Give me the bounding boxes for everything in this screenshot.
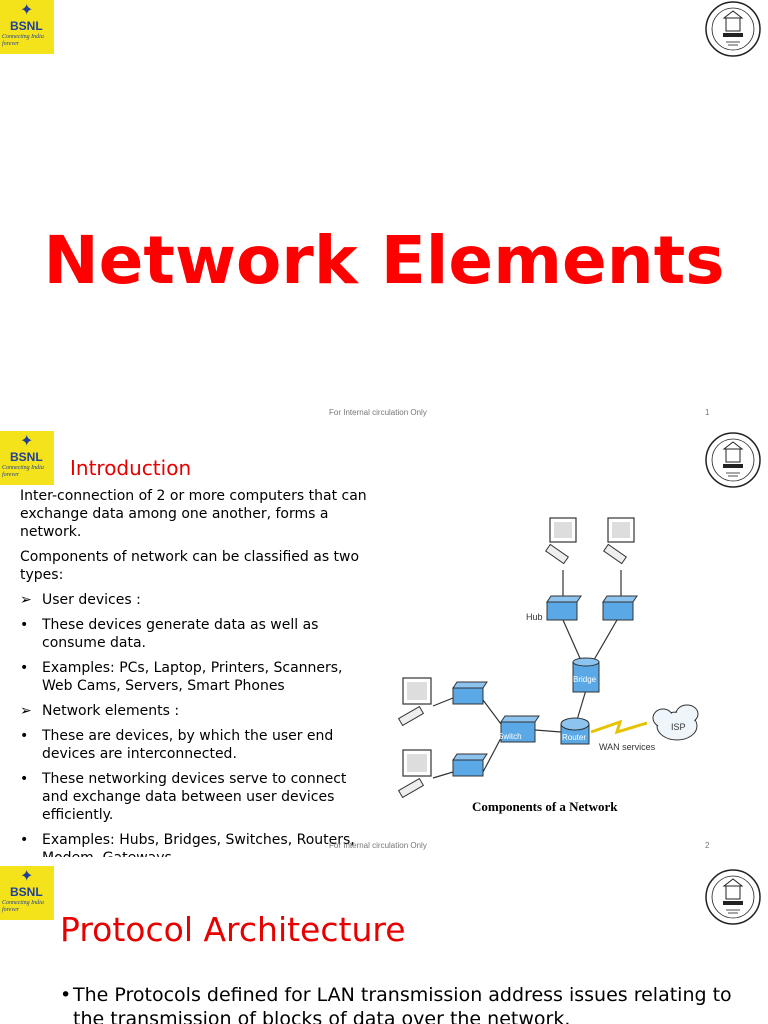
paragraph: Components of network can be classified … — [20, 549, 360, 583]
isp-label: ISP — [671, 722, 686, 732]
slide-body: Inter-connection of 2 or more computers … — [20, 487, 370, 857]
bullet-icon: • — [20, 728, 29, 744]
official-seal-icon — [705, 432, 761, 488]
slide-title: Protocol Architecture — [60, 910, 406, 949]
slide-1: ✦ BSNL Connecting India forever Network … — [0, 0, 768, 425]
arrow-bullet-icon: ➢ — [20, 703, 32, 719]
list-item: • These are devices, by which the user en… — [20, 727, 370, 763]
slide-3: ✦ BSNL Connecting India forever Protocol… — [0, 857, 768, 1024]
computer-icon — [602, 517, 635, 565]
bullet-icon: • — [60, 984, 72, 1006]
page-number: 1 — [705, 408, 710, 417]
computer-icon — [397, 677, 432, 727]
list-item: • Examples: Hubs, Bridges, Switches, Rout… — [20, 831, 370, 857]
list-item-text: User devices : — [42, 592, 141, 608]
hub-label: Hub — [526, 612, 543, 622]
bsnl-star-icon: ✦ — [20, 2, 34, 19]
bsnl-logo: ✦ BSNL Connecting India forever — [0, 431, 54, 485]
footer-text: For Internal circulation Only — [329, 408, 427, 417]
bsnl-logo: ✦ BSNL Connecting India forever — [0, 0, 54, 54]
computer-icon — [397, 749, 432, 799]
wan-label: WAN services — [599, 742, 656, 752]
bullet-icon: • — [20, 617, 29, 633]
list-item-text: These devices generate data as well as c… — [42, 617, 319, 651]
computer-icon — [544, 517, 577, 565]
logo-tagline: Connecting India forever — [2, 34, 44, 47]
router-label: Router — [562, 733, 586, 742]
list-item: • These devices generate data as well as… — [20, 616, 370, 652]
page-number: 2 — [705, 841, 710, 850]
list-item-text: The Protocols defined for LAN transmissi… — [73, 984, 732, 1024]
slide-2: ✦ BSNL Connecting India forever Introduc… — [0, 425, 768, 857]
bullet-icon: • — [20, 660, 29, 676]
bsnl-logo: ✦ BSNL Connecting India forever — [0, 866, 54, 920]
official-seal-icon — [705, 1, 761, 57]
list-item: • These networking devices serve to conne… — [20, 770, 370, 824]
official-seal-icon — [705, 869, 761, 925]
lightning-bolt-icon — [590, 719, 648, 735]
list-item-text: Examples: PCs, Laptop, Printers, Scanner… — [42, 660, 343, 694]
logo-name: BSNL — [10, 19, 43, 33]
list-item: • The Protocols defined for LAN transmis… — [60, 983, 760, 1024]
logo-name: BSNL — [10, 450, 43, 464]
list-item-text: Examples: Hubs, Bridges, Switches, Route… — [42, 832, 355, 857]
switch-icon — [500, 715, 540, 743]
footer-text: For Internal circulation Only — [329, 841, 427, 850]
switch-label: Switch — [498, 732, 522, 741]
hub-icon — [452, 681, 488, 705]
arrow-bullet-icon: ➢ — [20, 592, 32, 608]
list-item-text: These networking devices serve to connec… — [42, 771, 347, 823]
logo-tagline: Connecting India forever — [2, 465, 44, 478]
hub-icon — [452, 753, 488, 777]
logo-tagline: Connecting India forever — [2, 900, 44, 913]
list-item-text: Network elements : — [42, 703, 180, 719]
list-item: • Examples: PCs, Laptop, Printers, Scanne… — [20, 659, 370, 695]
logo-name: BSNL — [10, 885, 43, 899]
router-icon — [560, 717, 590, 745]
list-item-text: These are devices, by which the user end… — [42, 728, 334, 762]
bullet-icon: • — [20, 771, 29, 787]
network-diagram: Hub Bridge — [397, 517, 699, 799]
list-item: ➢ User devices : — [20, 591, 370, 609]
list-item: ➢ Network elements : — [20, 702, 370, 720]
bsnl-star-icon: ✦ — [20, 433, 34, 450]
hub-icon — [546, 595, 582, 621]
bsnl-star-icon: ✦ — [20, 868, 34, 885]
bullet-icon: • — [20, 832, 29, 848]
paragraph: Inter-connection of 2 or more computers … — [20, 488, 367, 540]
hub-icon — [602, 595, 638, 621]
diagram-caption: Components of a Network — [472, 799, 618, 814]
bridge-label: Bridge — [573, 675, 597, 684]
slide-title: Network Elements — [43, 222, 725, 299]
bridge-icon — [572, 657, 600, 693]
cloud-icon — [652, 704, 699, 741]
slide-title: Introduction — [70, 456, 192, 480]
